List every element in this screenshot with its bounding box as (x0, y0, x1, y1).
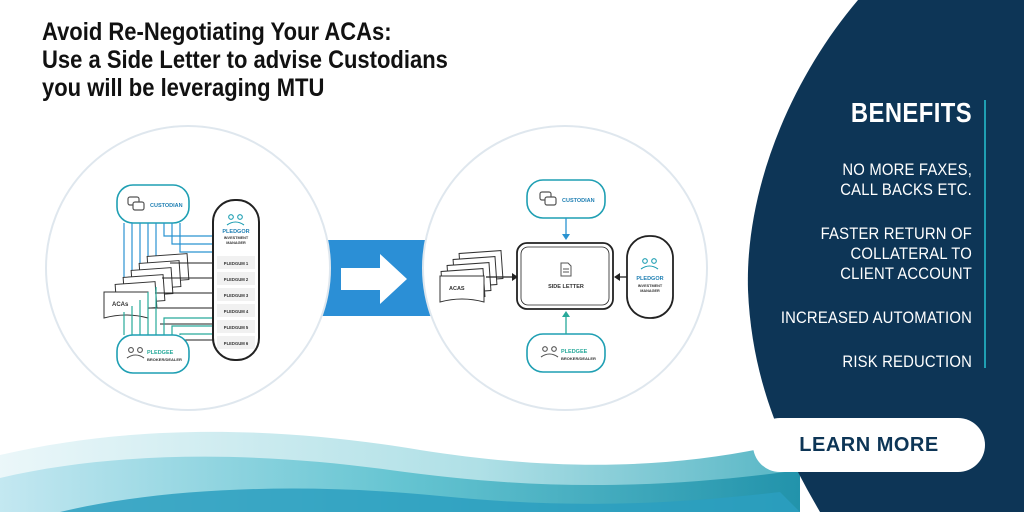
acas-stack (103, 253, 190, 319)
pledgee-connectors (123, 287, 213, 335)
headline: Avoid Re-Negotiating Your ACAs: Use a Si… (42, 18, 500, 102)
handshake-icon (126, 347, 145, 359)
pledgee-box (116, 334, 190, 374)
document-icon (560, 262, 572, 277)
benefit-line: RISK REDUCTION (842, 353, 972, 371)
pledgor-sub-2: MANAGER (640, 289, 660, 293)
benefit-line: CALL BACKS ETC. (840, 181, 972, 199)
pledgum-3: PLEDGUM 3 (224, 293, 249, 298)
arrow-right-icon (341, 254, 407, 304)
benefits-divider (984, 100, 986, 368)
handshake-icon (640, 258, 659, 270)
benefit-line: FASTER RETURN OF (820, 225, 972, 243)
pledgor-label: PLEDGOR (222, 229, 249, 235)
acas-label: ACAs (112, 302, 129, 308)
side-letter-label: SIDE LETTER (548, 284, 584, 290)
pledgum-2: PLEDGUM 2 (224, 277, 249, 282)
benefit-item: NO MORE FAXES, CALL BACKS ETC. (765, 160, 972, 200)
benefit-line: INCREASED AUTOMATION (780, 309, 972, 327)
benefit-line: NO MORE FAXES, (842, 161, 972, 179)
handshake-icon (226, 214, 245, 226)
pledgor-sub-1: INVESTMENT (638, 284, 663, 288)
pledgee-sub: BROKER/DEALER (561, 356, 596, 361)
benefits-title: BENEFITS (850, 97, 972, 128)
benefit-item: RISK REDUCTION (765, 352, 972, 372)
headline-line-2: Use a Side Letter to advise Custodians (42, 46, 448, 74)
headline-line-1: Avoid Re-Negotiating Your ACAs: (42, 18, 392, 46)
custodian-box (116, 184, 190, 224)
pledgor-sub-1: INVESTMENT (224, 236, 249, 240)
acas-label: ACAS (449, 286, 465, 292)
after-diagram: CUSTODIAN ACAS SIDE LETTER PLEDGOR INV (422, 125, 708, 411)
pledgum-6: PLEDGUM 6 (224, 341, 249, 346)
acas-stack (439, 250, 504, 303)
benefit-line: CLIENT ACCOUNT (840, 265, 972, 283)
benefit-item: FASTER RETURN OF COLLATERAL TO CLIENT AC… (765, 224, 972, 284)
custodian-label: CUSTODIAN (150, 203, 183, 209)
pledgum-4: PLEDGUM 4 (224, 309, 249, 314)
pledgee-sub: BROKER/DEALER (147, 357, 182, 362)
pledgor-label: PLEDGOR (636, 276, 663, 282)
pledgum-list: PLEDGUM 1 PLEDGUM 2 PLEDGUM 3 PLEDGUM 4 … (217, 256, 255, 349)
pledgee-label: PLEDGEE (561, 349, 588, 355)
pledgee-label: PLEDGEE (147, 350, 174, 356)
chat-icon (539, 191, 557, 206)
pledgor-sub-2: MANAGER (226, 241, 246, 245)
custodian-label: CUSTODIAN (562, 198, 595, 204)
pledgum-5: PLEDGUM 5 (224, 325, 249, 330)
headline-line-3: you will be leveraging MTU (42, 74, 325, 102)
before-diagram: CUSTODIAN ACAs (45, 125, 331, 411)
handshake-icon (540, 346, 559, 358)
learn-more-button[interactable]: LEARN MORE (753, 418, 985, 472)
chat-icon (127, 196, 145, 211)
benefit-line: COLLATERAL TO (850, 245, 972, 263)
benefits-list: BENEFITS NO MORE FAXES, CALL BACKS ETC. … (742, 96, 972, 396)
pledgum-1: PLEDGUM 1 (224, 261, 249, 266)
benefit-item: INCREASED AUTOMATION (765, 308, 972, 328)
